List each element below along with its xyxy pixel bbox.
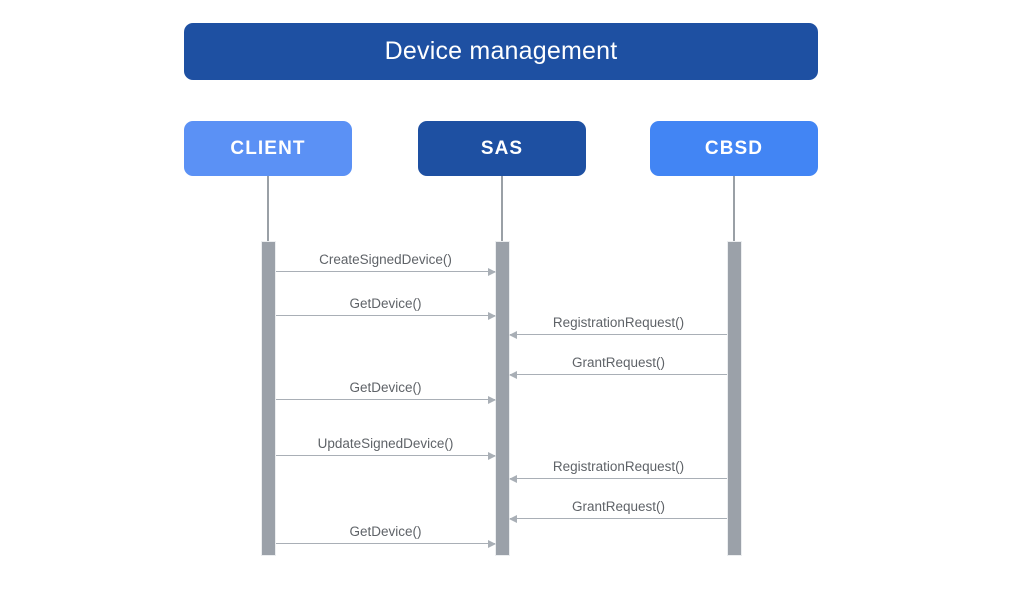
message-8[interactable]: GetDevice() <box>276 518 496 548</box>
message-label-5: UpdateSignedDevice() <box>317 436 454 451</box>
participant-label-sas: SAS <box>480 137 524 159</box>
participant-box-cbsd[interactable]: CBSD <box>650 121 818 176</box>
message-7[interactable]: GrantRequest() <box>509 493 727 523</box>
message-line-5 <box>276 455 495 456</box>
message-line-3 <box>510 374 727 375</box>
message-4[interactable]: GetDevice() <box>276 374 496 404</box>
message-line-4 <box>276 399 495 400</box>
activation-bar-client <box>261 241 276 556</box>
page-title: Device management <box>384 37 618 65</box>
message-label-8: GetDevice() <box>349 524 422 539</box>
message-label-1: GetDevice() <box>349 296 422 311</box>
message-line-2 <box>510 334 727 335</box>
diagram-title-banner: Device management <box>184 23 818 80</box>
activation-bar-cbsd <box>727 241 742 556</box>
message-line-7 <box>510 518 727 519</box>
participant-label-cbsd: CBSD <box>704 137 764 159</box>
participant-box-sas[interactable]: SAS <box>418 121 586 176</box>
message-label-7: GrantRequest() <box>571 499 666 514</box>
message-3[interactable]: GrantRequest() <box>509 349 727 379</box>
arrow-head-right-icon <box>488 395 496 404</box>
message-5[interactable]: UpdateSignedDevice() <box>276 430 496 460</box>
arrow-head-left-icon <box>509 330 517 339</box>
arrow-head-left-icon <box>509 370 517 379</box>
message-label-3: GrantRequest() <box>571 355 666 370</box>
message-label-0: CreateSignedDevice() <box>319 252 452 267</box>
message-line-1 <box>276 315 495 316</box>
arrow-head-right-icon <box>488 539 496 548</box>
message-label-4: GetDevice() <box>349 380 422 395</box>
message-1[interactable]: GetDevice() <box>276 290 496 320</box>
lifeline-cbsd <box>733 176 735 241</box>
arrow-head-left-icon <box>509 474 517 483</box>
message-line-8 <box>276 543 495 544</box>
participant-box-client[interactable]: CLIENT <box>184 121 352 176</box>
message-label-2: RegistrationRequest() <box>552 315 685 330</box>
message-6[interactable]: RegistrationRequest() <box>509 453 727 483</box>
arrow-head-right-icon <box>488 311 496 320</box>
participant-label-client: CLIENT <box>230 137 306 159</box>
arrow-head-right-icon <box>488 451 496 460</box>
message-line-0 <box>276 271 495 272</box>
activation-bar-sas <box>495 241 510 556</box>
message-2[interactable]: RegistrationRequest() <box>509 309 727 339</box>
message-line-6 <box>510 478 727 479</box>
arrow-head-left-icon <box>509 514 517 523</box>
message-label-6: RegistrationRequest() <box>552 459 685 474</box>
lifeline-sas <box>501 176 503 241</box>
lifeline-client <box>267 176 269 241</box>
message-0[interactable]: CreateSignedDevice() <box>276 246 496 276</box>
arrow-head-right-icon <box>488 267 496 276</box>
